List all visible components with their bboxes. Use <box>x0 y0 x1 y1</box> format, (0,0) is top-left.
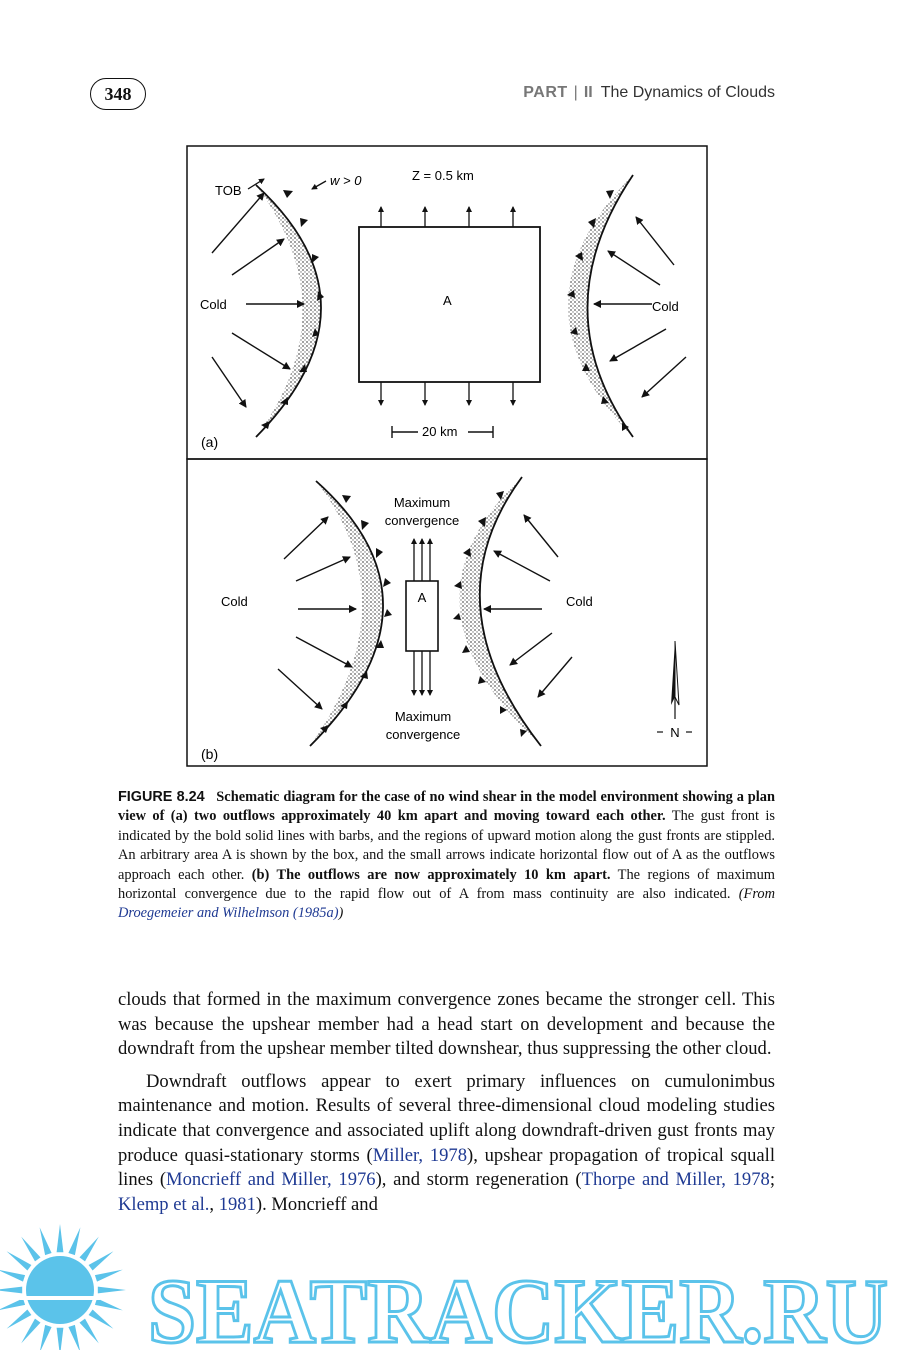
ref-klemp[interactable]: Klemp et al. <box>118 1193 210 1215</box>
caption-text-2: The regions of maximum horizontal conver… <box>118 866 776 903</box>
stipple-b-left <box>310 481 384 746</box>
area-a-box <box>358 226 541 383</box>
scale-bar <box>391 426 494 438</box>
body-text: clouds that formed in the maximum conver… <box>118 988 775 1225</box>
cold-label-a-left: Cold <box>200 297 227 312</box>
sun-ray <box>21 1236 41 1262</box>
caption-source: (From Droegemeier and Wilhelmson (1985a)… <box>118 886 775 921</box>
sun-ray <box>79 1318 99 1344</box>
sun-ray <box>68 1324 81 1353</box>
caption-text-1: The gust front is indicated by the bold … <box>118 808 775 883</box>
area-a-label: A <box>443 293 452 308</box>
gust-front-b-right <box>478 476 542 747</box>
horizon-line <box>20 1296 100 1300</box>
sun-ray <box>94 1269 123 1282</box>
p2-part-a: Downdraft outflows appear to exert prima… <box>118 1070 775 1166</box>
caption-source-link[interactable]: Droegemeier and Wilhelmson (1985a) <box>118 905 339 922</box>
panel-b-frame <box>186 458 708 767</box>
caption-label: FIGURE 8.24 <box>118 789 205 805</box>
max-conv-bottom-2: convergence <box>386 727 460 742</box>
sun-ray <box>56 1224 64 1253</box>
stipple-b-right <box>459 477 541 746</box>
max-conv-top-1: Maximum <box>394 495 450 510</box>
ref-klemp-1981[interactable]: 1981 <box>218 1193 256 1215</box>
caption-source-open: (From <box>738 886 775 903</box>
sun-ray <box>39 1324 52 1353</box>
part-number: II <box>583 84 593 101</box>
cold-arrows-b-left <box>277 516 357 710</box>
p2-part-e: , <box>209 1193 219 1215</box>
outflow-arrows-b <box>411 538 433 696</box>
w-pointer <box>311 180 327 190</box>
p2-part-f: ). Moncrieff and <box>255 1193 378 1215</box>
sun-ray <box>6 1251 32 1271</box>
gust-front-barbs-a-right <box>567 190 629 431</box>
cold-label-a-right: Cold <box>652 299 679 314</box>
w-label: w > 0 <box>330 173 362 188</box>
p2-part-d: ; <box>769 1169 775 1191</box>
sun-ray <box>68 1227 81 1256</box>
watermark: SEATRACKER.RU <box>0 1210 900 1355</box>
sun-ray <box>0 1298 26 1310</box>
caption-source-close: ) <box>338 905 344 922</box>
sun-ray <box>21 1318 41 1344</box>
sun-ray <box>88 1309 114 1329</box>
panel-a-label: (a) <box>201 434 218 450</box>
gust-front-a-right <box>586 174 634 438</box>
cold-arrows-a-right <box>593 216 687 398</box>
part-label: PART <box>523 84 568 101</box>
cold-label-b-right: Cold <box>566 594 593 609</box>
figure-caption: FIGURE 8.24 Schematic diagram for the ca… <box>118 788 775 924</box>
sun-ray <box>88 1251 114 1271</box>
gust-front-barbs-a-left <box>261 190 324 429</box>
cold-label-b-left: Cold <box>221 594 248 609</box>
z-label: Z = 0.5 km <box>412 168 474 183</box>
max-conv-top-2: convergence <box>385 513 459 528</box>
tob-label: TOB <box>215 183 242 198</box>
page-number: 348 <box>90 78 146 110</box>
sun-ray <box>56 1327 64 1355</box>
sun-ray <box>39 1227 52 1256</box>
stipple-a-left <box>256 185 321 437</box>
sun-ray <box>6 1309 32 1329</box>
gust-front-barbs-b-left <box>320 495 392 733</box>
north-arrow <box>657 640 692 733</box>
watermark-text: SEATRACKER.RU <box>148 1260 888 1350</box>
cold-arrows-b-right <box>483 514 573 698</box>
tob-pointer <box>247 178 265 190</box>
caption-bold-b: (b) The outflows are now approximately 1… <box>251 866 611 883</box>
sun-ray <box>94 1298 123 1311</box>
area-a-label-b: A <box>418 590 427 605</box>
north-label: N <box>670 725 679 740</box>
sun-ray <box>0 1270 26 1282</box>
caption-bold-lead: Schematic diagram for the case of no win… <box>118 789 775 825</box>
sun-ray <box>97 1286 126 1294</box>
running-head: PART | II The Dynamics of Clouds <box>523 84 775 102</box>
chapter-title: The Dynamics of Clouds <box>600 84 775 101</box>
gust-front-barbs-b-right <box>453 491 527 737</box>
sun-logo-icon <box>0 1224 126 1355</box>
ref-thorpe-miller-1978[interactable]: Thorpe and Miller, 1978 <box>581 1169 770 1191</box>
p2-part-b: ), upshear propagation of tropical squal… <box>118 1144 775 1191</box>
max-conv-bottom-1: Maximum <box>395 709 451 724</box>
paragraph-1: clouds that formed in the maximum conver… <box>118 989 775 1060</box>
cold-arrows-a-left <box>211 192 305 408</box>
stipple-a-right <box>568 175 633 437</box>
gust-front-b-left <box>309 480 384 747</box>
sun-ray <box>0 1286 23 1294</box>
ref-miller-1978[interactable]: Miller, 1978 <box>372 1144 468 1166</box>
scale-label: 20 km <box>422 424 457 439</box>
outflow-arrows-a <box>378 206 516 406</box>
running-head-separator: | <box>573 84 578 101</box>
p2-part-c: ), and storm regeneration ( <box>375 1169 582 1191</box>
area-a-box-narrow <box>405 580 439 652</box>
figure-8-24: TOB w > 0 Z = 0.5 km A Cold Cold (a) 20 … <box>186 145 708 767</box>
paragraph-2: Downdraft outflows appear to exert prima… <box>118 1070 775 1218</box>
panel-b-label: (b) <box>201 746 218 762</box>
sun-ray <box>79 1236 99 1262</box>
ref-moncrieff-miller-1976[interactable]: Moncrieff and Miller, 1976 <box>166 1169 376 1191</box>
